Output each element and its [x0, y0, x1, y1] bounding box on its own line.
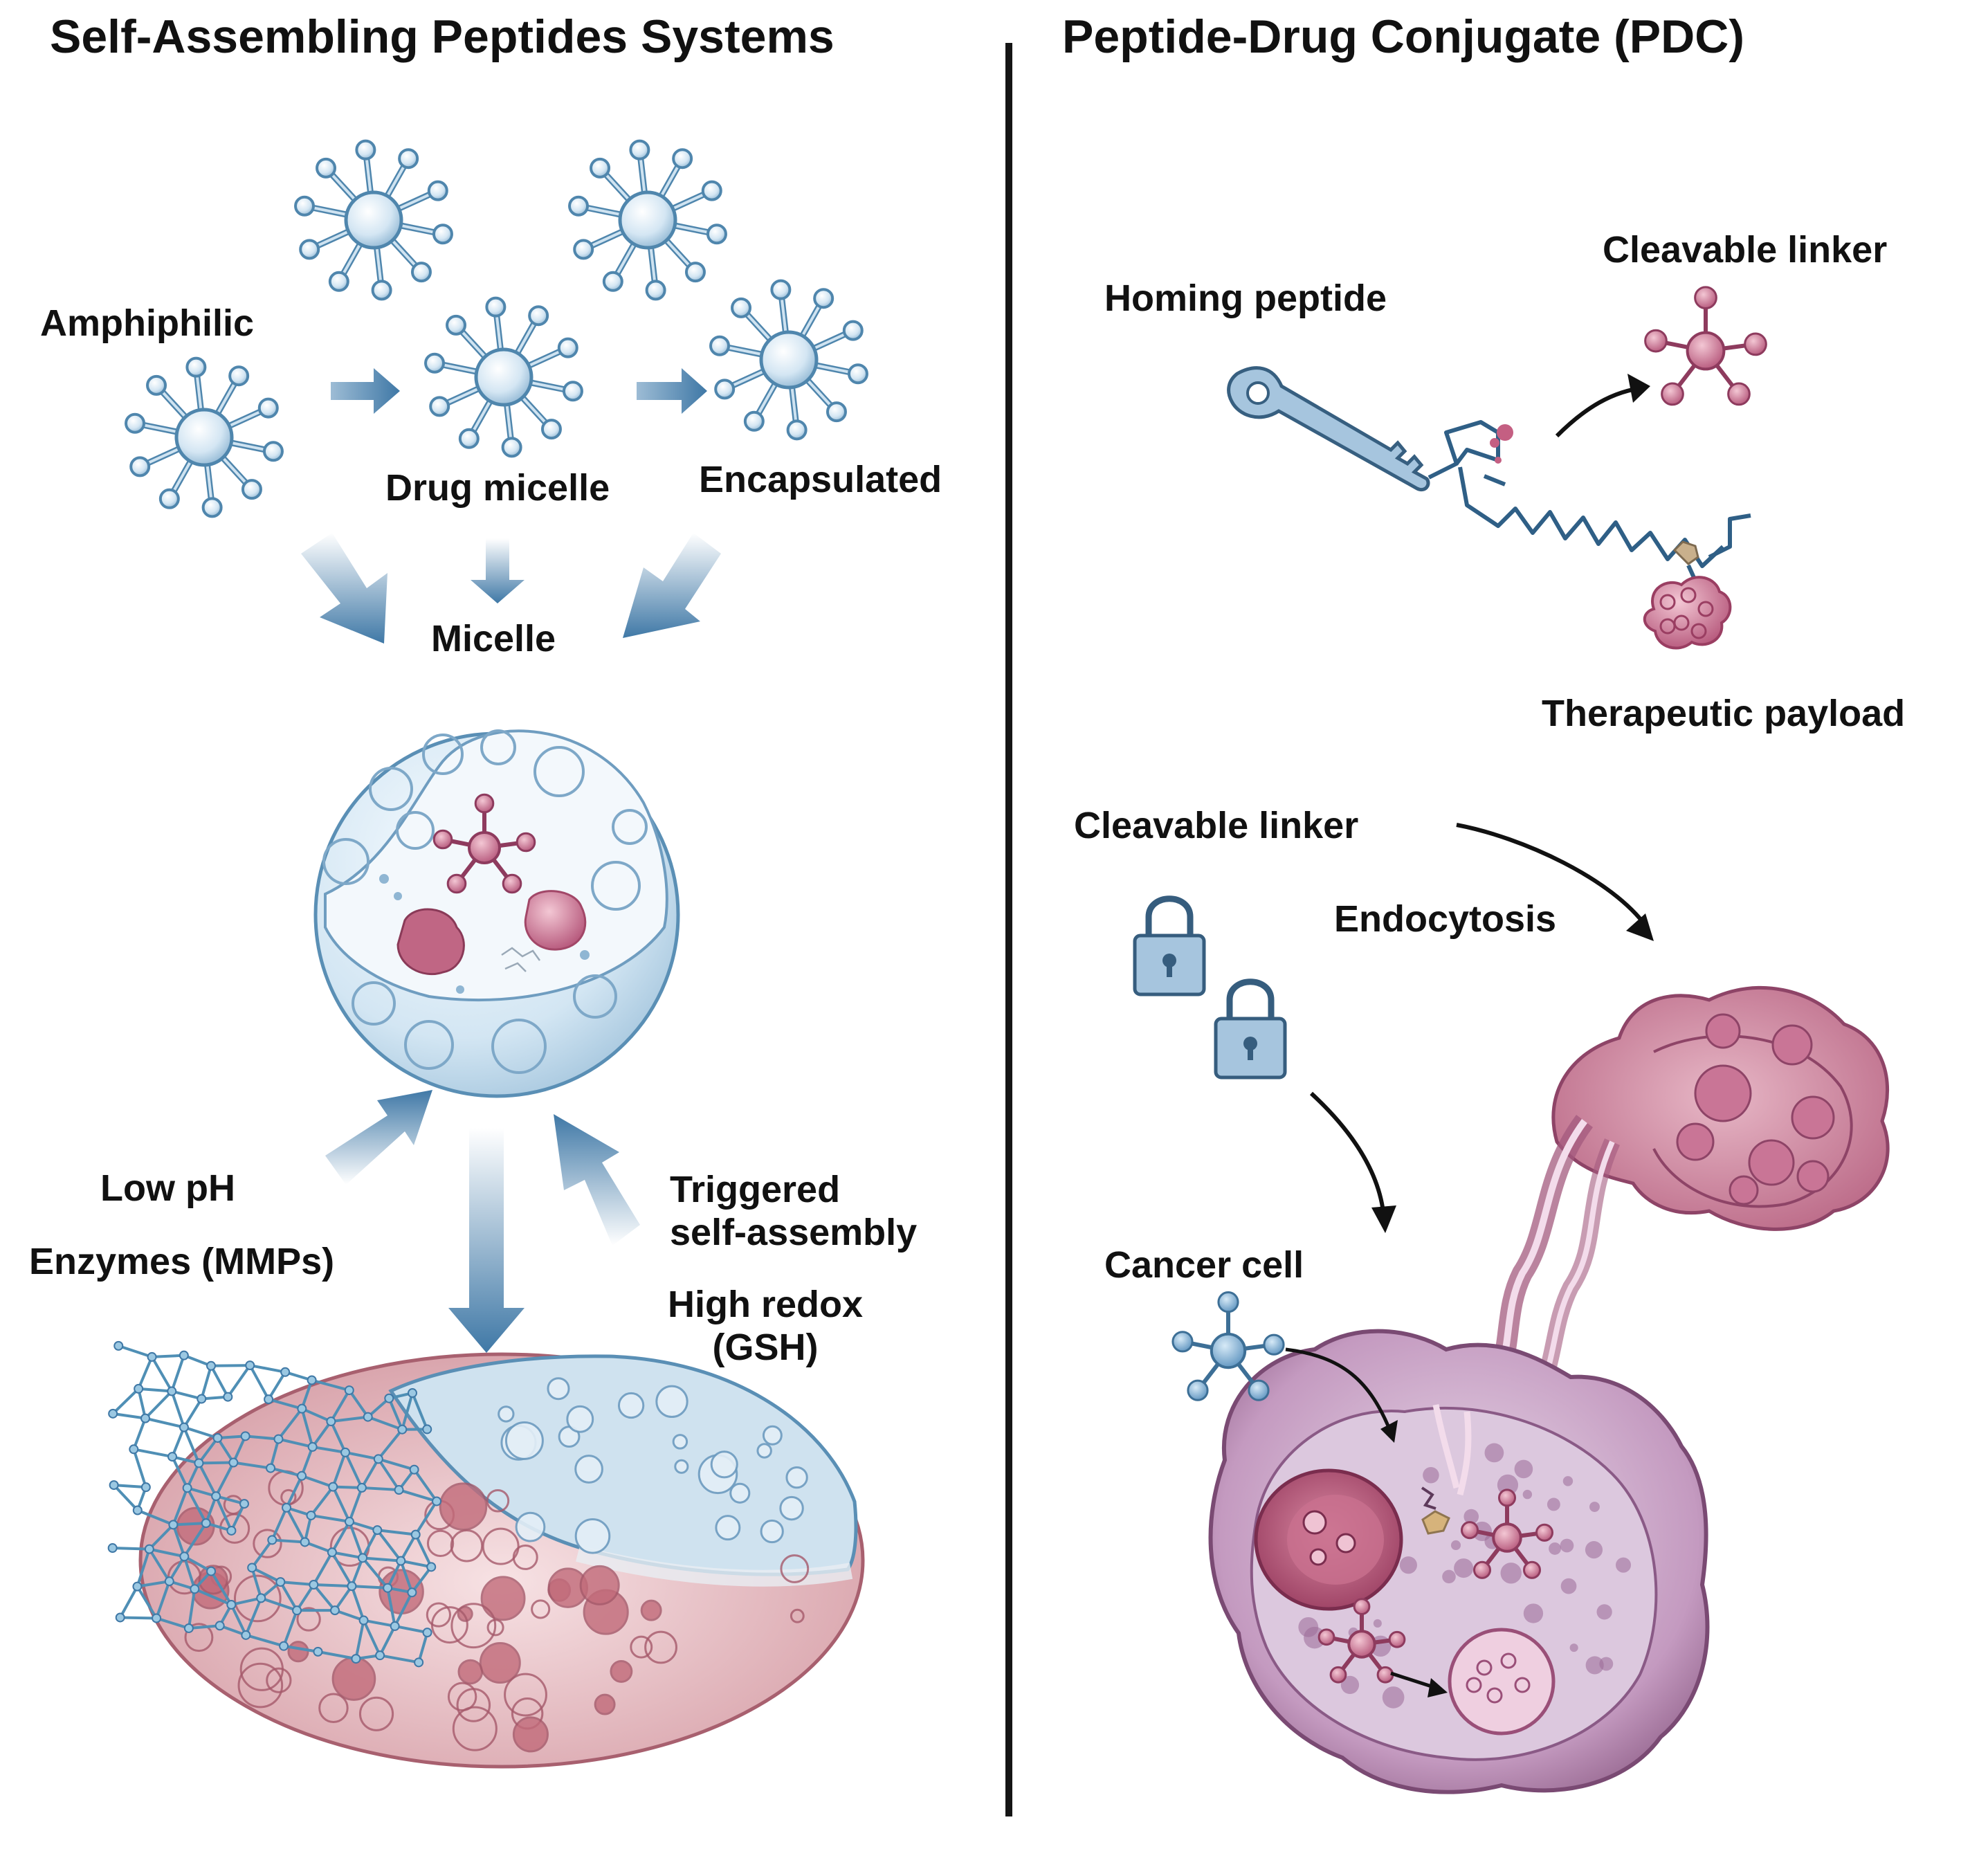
downward-arrow: [448, 1128, 525, 1353]
payload-cap: [1672, 540, 1699, 565]
label-micelle: Micelle: [431, 618, 556, 659]
drug-molecule-icon: [1460, 1488, 1554, 1579]
drug-molecule-icon: [432, 793, 536, 894]
label-therapeutic-payload: Therapeutic payload: [1542, 693, 1906, 734]
label-redox-line1: High redox: [668, 1284, 864, 1325]
label-encapsulated: Encapsulated: [699, 459, 942, 500]
drug-molecule-icon: [1644, 286, 1767, 406]
padlock-icon: [1214, 978, 1287, 1080]
label-drug-micelle: Drug micelle: [385, 467, 610, 509]
label-homing-peptide: Homing peptide: [1104, 277, 1387, 319]
peptide-network-icon: [107, 1340, 442, 1668]
label-cleavable-linker-top: Cleavable linker: [1603, 229, 1888, 271]
label-triggered-line2: self-assembly: [670, 1212, 918, 1254]
micelle-icon: [294, 139, 453, 301]
label-enzymes: Enzymes (MMPs): [29, 1241, 335, 1282]
arrow-head: [1627, 374, 1650, 403]
drug-molecule-icon: [1171, 1291, 1285, 1401]
therapeutic-payload-icon: [1643, 576, 1732, 650]
label-low-ph: Low pH: [100, 1167, 235, 1209]
label-triggered-self-assembly: Triggered self-assembly: [670, 1168, 917, 1254]
left-panel-title: Self-Assembling Peptides Systems: [50, 10, 834, 63]
trigger-arrow-self-assembly: [554, 1114, 640, 1246]
trigger-arrow-low-ph: [325, 1090, 432, 1185]
tissue-cells: [167, 1377, 810, 1753]
micelle-group: [125, 139, 868, 518]
padlock-icon: [1133, 895, 1206, 996]
cell-drug-molecules: [1171, 1291, 1554, 1684]
micelle-icon: [424, 296, 583, 458]
label-cleavable-linker-mid: Cleavable linker: [1074, 805, 1359, 846]
label-cancer-cell: Cancer cell: [1104, 1244, 1304, 1286]
drug-molecule-icon: [1317, 1598, 1406, 1684]
converging-arrow-left: [301, 533, 387, 644]
cleavable-linker-chain: [1428, 420, 1751, 590]
label-redox-line2: (GSH): [712, 1327, 819, 1369]
arrow-head: [1371, 1205, 1396, 1233]
endosome-vesicles: [1676, 1013, 1835, 1205]
converging-arrow-right: [623, 533, 721, 638]
label-amphiphilic: Amphiphilic: [40, 302, 254, 344]
endocytosis-arrow: [1456, 823, 1649, 929]
micelle-icon: [568, 139, 727, 301]
label-high-redox: High redox (GSH): [668, 1283, 863, 1369]
drug-molecule-icon: [432, 793, 536, 894]
label-endocytosis: Endocytosis: [1334, 898, 1557, 940]
label-triggered-line1: Triggered: [670, 1169, 841, 1210]
cleavable-linker-site: [1490, 424, 1513, 464]
right-panel-title: Peptide-Drug Conjugate (PDC): [1062, 10, 1744, 63]
micelle-icon: [125, 356, 284, 518]
converging-arrow-center: [471, 538, 525, 603]
process-arrow: [637, 368, 707, 414]
process-arrow: [331, 368, 400, 414]
micelle-icon: [709, 279, 868, 441]
micelle-sphere: [313, 729, 680, 1098]
cell-entry-arrow: [1285, 1347, 1393, 1433]
drug-molecule-icon: [1644, 286, 1767, 406]
key-icon: [1227, 366, 1430, 491]
